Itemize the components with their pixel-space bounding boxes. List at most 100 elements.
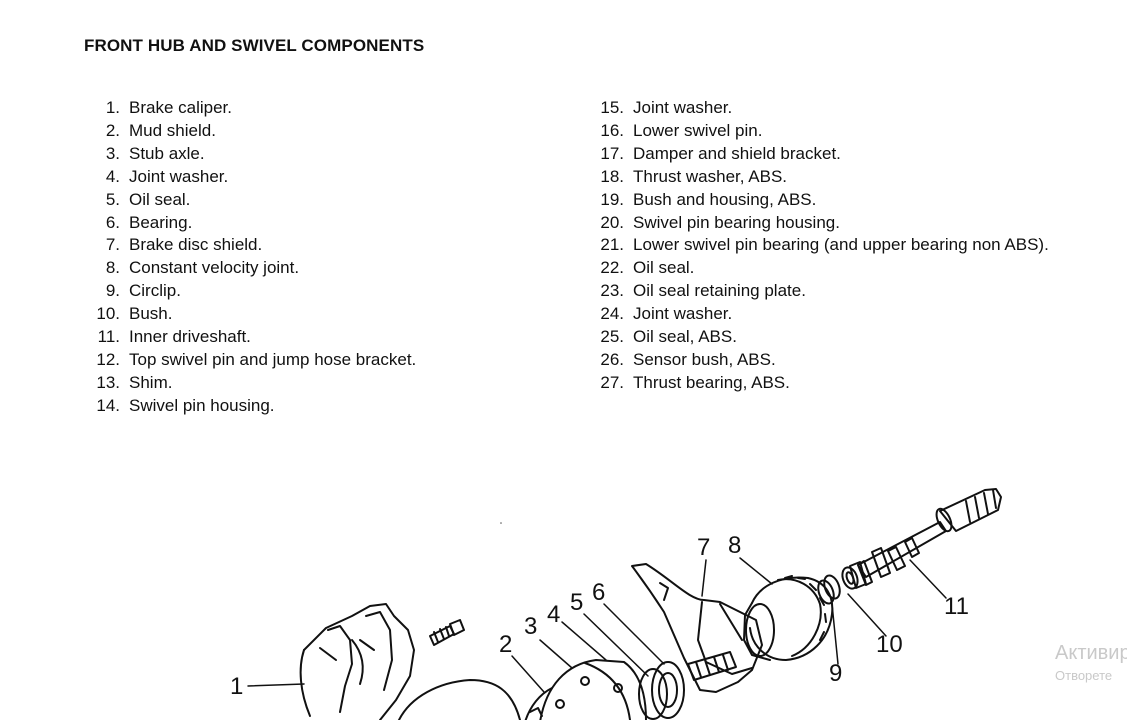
part-name: Joint washer. bbox=[129, 166, 229, 186]
part-number: 8. bbox=[105, 258, 120, 278]
part-list-item: 6. Bearing. bbox=[84, 212, 524, 235]
part-list-item: 22. Oil seal. bbox=[588, 257, 1068, 280]
part-list-item: 20.Swivel pin bearing housing. bbox=[588, 212, 1068, 235]
part-name: Joint washer. bbox=[633, 304, 733, 324]
part-name: Thrust washer, ABS. bbox=[633, 166, 788, 186]
part-list-item: 2.Mud shield. bbox=[84, 120, 524, 143]
callout-7: 7 bbox=[697, 534, 710, 561]
part-number: 22. bbox=[600, 258, 624, 278]
part-list-item: 14. Swivel pin housing. bbox=[84, 395, 524, 418]
part-list-item: 7. Brake disc shield. bbox=[84, 234, 524, 257]
part-list-item: 18. Thrust washer, ABS. bbox=[588, 166, 1068, 189]
part-name: Shim. bbox=[129, 372, 173, 392]
part-name: Bush. bbox=[129, 304, 173, 324]
inner-driveshaft-part bbox=[849, 488, 1002, 589]
part-list-item: 26. Sensor bush, ABS. bbox=[588, 349, 1068, 372]
part-list-item: 16. Lower swivel pin. bbox=[588, 120, 1068, 143]
part-name: Top swivel pin and jump hose bracket. bbox=[129, 349, 417, 369]
part-number: 9. bbox=[105, 281, 120, 301]
part-number: 1. bbox=[105, 98, 120, 117]
callout-2: 2 bbox=[499, 631, 512, 658]
part-list-item: 8.Constant velocity joint. bbox=[84, 257, 524, 280]
part-name: Stub axle. bbox=[129, 143, 205, 163]
part-number: 14. bbox=[96, 395, 120, 415]
part-list-item: 12. Top swivel pin and jump hose bracket. bbox=[84, 349, 524, 372]
part-name: Lower swivel pin bearing (and upper bear… bbox=[633, 235, 1049, 255]
part-list-item: 25. Oil seal, ABS. bbox=[588, 326, 1068, 349]
part-name: Joint washer. bbox=[633, 98, 733, 117]
part-name: Circlip. bbox=[129, 281, 181, 301]
part-number: 17. bbox=[600, 143, 624, 163]
part-list-item: 15. Joint washer. bbox=[588, 97, 1068, 120]
brake-disc-shield-part bbox=[631, 563, 763, 693]
part-list-item: 27. Thrust bearing, ABS. bbox=[588, 372, 1068, 395]
page-title: FRONT HUB AND SWIVEL COMPONENTS bbox=[84, 36, 425, 55]
part-number: 27. bbox=[600, 372, 624, 392]
part-name: Bearing. bbox=[129, 212, 193, 232]
part-list-item: 9. Circlip. bbox=[84, 280, 524, 303]
callout-10: 10 bbox=[876, 631, 903, 658]
part-list-item: 13. Shim. bbox=[84, 372, 524, 395]
part-name: Lower swivel pin. bbox=[633, 120, 763, 140]
part-list-item: 4. Joint washer. bbox=[84, 166, 524, 189]
part-number: 25. bbox=[600, 327, 624, 347]
caliper-bolt-part bbox=[429, 619, 465, 646]
part-name: Oil seal retaining plate. bbox=[633, 281, 806, 301]
part-number: 16. bbox=[600, 120, 624, 140]
part-name: Oil seal. bbox=[129, 189, 191, 209]
part-number: 18. bbox=[600, 166, 624, 186]
part-number: 23. bbox=[600, 281, 624, 301]
part-name: Sensor bush, ABS. bbox=[633, 349, 776, 369]
activation-watermark-subtitle: Отворете bbox=[1055, 668, 1113, 683]
part-list-item: 3. Stub axle. bbox=[84, 143, 524, 166]
part-list-item: 10. Bush. bbox=[84, 303, 524, 326]
callout-1: 1 bbox=[230, 673, 243, 700]
activation-watermark-title: Активир bbox=[1055, 642, 1127, 664]
part-number: 7. bbox=[105, 235, 120, 255]
part-list-item: 21. Lower swivel pin bearing (and upper b… bbox=[588, 234, 1068, 257]
callout-3: 3 bbox=[524, 613, 537, 640]
part-number: 10. bbox=[96, 304, 120, 324]
part-number: 26. bbox=[600, 349, 624, 369]
part-list-item: 19. Bush and housing, ABS. bbox=[588, 189, 1068, 212]
part-list-item: 5. Oil seal. bbox=[84, 189, 524, 212]
part-name: Inner driveshaft. bbox=[129, 327, 251, 347]
part-name: Mud shield. bbox=[129, 120, 216, 140]
part-name: Oil seal, ABS. bbox=[633, 327, 737, 347]
bush-part bbox=[841, 566, 859, 590]
part-number: 4. bbox=[105, 166, 120, 186]
brake-disc-part bbox=[397, 679, 521, 720]
part-name: Thrust bearing, ABS. bbox=[633, 372, 790, 392]
callout-9: 9 bbox=[829, 660, 842, 687]
part-number: 21. bbox=[600, 235, 624, 255]
part-number: 13. bbox=[96, 372, 120, 392]
part-number: 24. bbox=[600, 304, 624, 324]
mud-shield-part bbox=[524, 687, 553, 720]
part-number: 12. bbox=[96, 349, 120, 369]
part-number: 3. bbox=[105, 143, 120, 163]
part-number: 11. bbox=[97, 327, 120, 347]
part-name: Oil seal. bbox=[633, 258, 695, 278]
part-name: Brake caliper. bbox=[129, 98, 232, 117]
part-number: 6. bbox=[105, 212, 120, 232]
part-name: Swivel pin housing. bbox=[129, 395, 275, 415]
part-name: Swivel pin bearing housing. bbox=[633, 212, 840, 232]
part-number: 5. bbox=[105, 189, 120, 209]
part-list-item: 23. Oil seal retaining plate. bbox=[588, 280, 1068, 303]
part-name: Brake disc shield. bbox=[129, 235, 263, 255]
callout-8: 8 bbox=[728, 532, 741, 559]
callout-4: 4 bbox=[547, 601, 560, 628]
part-number: 15. bbox=[600, 98, 624, 117]
brake-caliper-part bbox=[299, 603, 415, 720]
part-list-item: 1. Brake caliper. bbox=[84, 97, 524, 120]
callout-6: 6 bbox=[592, 579, 605, 606]
callout-11: 11 bbox=[944, 593, 969, 620]
part-name: Bush and housing, ABS. bbox=[633, 189, 817, 209]
part-list-item: 24. Joint washer. bbox=[588, 303, 1068, 326]
speck bbox=[500, 522, 502, 524]
part-number: 19. bbox=[600, 189, 624, 209]
stub-axle-part bbox=[539, 659, 647, 720]
part-name: Damper and shield bracket. bbox=[633, 143, 841, 163]
bearing-part bbox=[638, 661, 685, 720]
